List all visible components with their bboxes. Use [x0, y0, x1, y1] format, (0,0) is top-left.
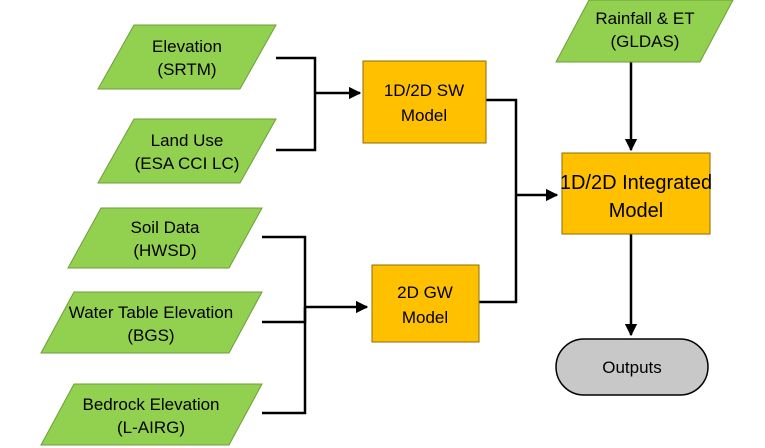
input-label: Land Use: [151, 131, 224, 150]
connector-soil: [262, 235, 307, 307]
model-label: 1D/2D Integrated: [560, 172, 712, 194]
input-soil-data: Soil Data (HWSD): [67, 207, 263, 269]
input-shape: [97, 24, 277, 90]
input-shape: [67, 207, 263, 269]
input-source: (HWSD): [133, 241, 196, 260]
input-elevation: Elevation (SRTM): [97, 24, 277, 90]
input-label: Bedrock Elevation: [82, 395, 219, 414]
input-land-use: Land Use (ESA CCI LC): [97, 118, 277, 184]
model-integrated: 1D/2D Integrated Model: [560, 152, 712, 235]
connector-landuse: [276, 93, 317, 152]
connector-gw-out: [479, 195, 518, 304]
input-source: (L-AIRG): [117, 418, 185, 437]
input-label: Water Table Elevation: [69, 303, 233, 322]
input-shape: [40, 383, 263, 446]
input-label: Elevation: [152, 37, 222, 56]
input-source: (GLDAS): [611, 32, 680, 51]
input-label: Rainfall & ET: [595, 9, 694, 28]
input-source: (SRTM): [157, 60, 216, 79]
input-rainfall-et: Rainfall & ET (GLDAS): [555, 0, 734, 63]
model-gw: 2D GW Model: [371, 264, 480, 343]
model-box: [362, 60, 487, 144]
model-sw: 1D/2D SW Model: [362, 60, 487, 144]
connectors: [262, 56, 638, 415]
model-box: [371, 264, 480, 343]
input-source: (BGS): [127, 326, 174, 345]
input-shape: [97, 118, 277, 184]
outputs-node: Outputs: [555, 338, 709, 396]
input-shape: [555, 0, 734, 63]
model-box: [561, 152, 711, 235]
model-label-sub: Model: [402, 308, 448, 327]
connector-watertable: [262, 307, 307, 324]
outputs-label: Outputs: [602, 358, 662, 377]
model-label-sub: Model: [609, 200, 663, 222]
model-label: 1D/2D SW: [384, 81, 464, 100]
connector-elevation: [276, 56, 317, 93]
input-water-table: Water Table Elevation (BGS): [40, 291, 263, 354]
input-bedrock: Bedrock Elevation (L-AIRG): [40, 383, 263, 446]
outputs-box: [555, 338, 709, 396]
input-label: Soil Data: [131, 218, 201, 237]
connector-bedrock: [262, 307, 307, 415]
connector-sw-out: [486, 98, 518, 195]
model-label-sub: Model: [401, 106, 447, 125]
input-shape: [40, 291, 263, 354]
model-label: 2D GW: [397, 283, 453, 302]
input-source: (ESA CCI LC): [135, 154, 240, 173]
